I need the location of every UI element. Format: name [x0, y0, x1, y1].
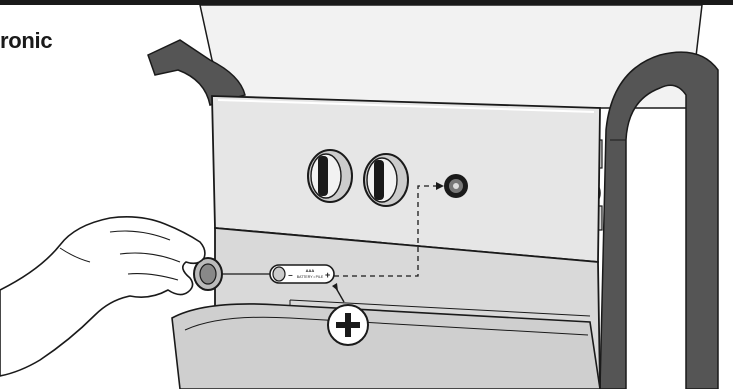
igniter-button — [444, 174, 468, 198]
battery-minus: − — [288, 271, 293, 280]
battery: − AAA BATTERY • PILE + — [270, 265, 334, 283]
hand-illustration — [0, 217, 205, 376]
battery-plus: + — [325, 270, 330, 280]
battery-label-line2: BATTERY • PILE — [297, 275, 324, 279]
battery-label-line1: AAA — [306, 268, 315, 273]
burner-knob-left — [308, 150, 352, 202]
burner-knob-right — [364, 154, 408, 206]
